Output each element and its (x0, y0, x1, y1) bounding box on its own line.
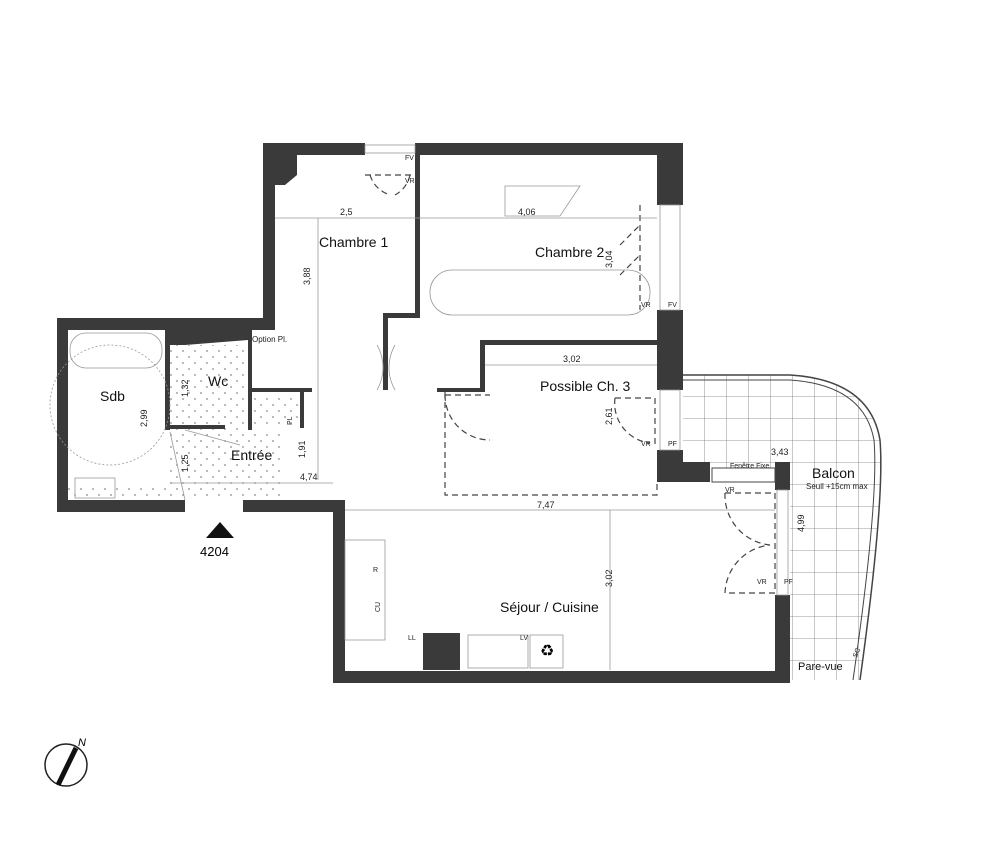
dim-ch3-width: 3,02 (563, 354, 581, 364)
compass-icon (44, 743, 88, 787)
balcony-tiles (683, 374, 882, 681)
north-label: N (78, 737, 86, 749)
vr-label-4: VR (725, 487, 735, 494)
dim-ch2-depth: 3,04 (604, 250, 614, 268)
placard-label: PL (287, 416, 294, 425)
dishwasher-label: LL (408, 635, 416, 642)
fv-label-2: FV (668, 302, 677, 309)
balcon-note: Seuil +15cm max (806, 482, 868, 491)
dim-sejour-width: 7,47 (537, 500, 555, 510)
dim-ch2-width: 4,06 (518, 207, 536, 217)
sc-label: SC (852, 647, 862, 659)
dim-ch1-width: 2,5 (340, 207, 353, 217)
dim-ch3-depth: 2,61 (604, 407, 614, 425)
dim-sejour-depth: 3,02 (604, 569, 614, 587)
room-label-sdb: Sdb (100, 388, 125, 404)
room-label-chambre3: Possible Ch. 3 (540, 378, 630, 394)
room-label-wc: Wc (208, 373, 228, 389)
pf-label-3: PF (668, 441, 677, 448)
vr-label-5: VR (757, 579, 767, 586)
option-placard-label: Option Pl. (252, 335, 287, 344)
room-label-entree: Entrée (231, 447, 272, 463)
room-label-balcon: Balcon (812, 465, 855, 481)
recycle-icon: ♻ (540, 643, 554, 660)
windows (364, 144, 789, 596)
room-label-chambre2: Chambre 2 (535, 244, 604, 260)
dim-entree-width: 4,74 (300, 472, 318, 482)
cooktop-label: CU (375, 602, 382, 612)
furniture (49, 185, 775, 670)
dim-wc-depth: 1,32 (180, 379, 190, 397)
pf-label-5: PF (784, 579, 793, 586)
fenetre-fixe-label: Fenêtre Fixe (730, 463, 769, 470)
fv-label-1: FV (405, 155, 414, 162)
dim-balcon-depth: 4,99 (796, 514, 806, 532)
dim-sdb-depth: 2,99 (139, 409, 149, 427)
walls (57, 143, 790, 683)
dim-entree-depth: 1,91 (297, 440, 307, 458)
balcony-railing (683, 374, 882, 681)
dim-balcon-width: 3,43 (771, 447, 789, 457)
pare-vue-label: Pare-vue (798, 661, 843, 673)
lot-number: 4204 (200, 544, 229, 559)
room-label-sejour: Séjour / Cuisine (500, 599, 599, 615)
dim-ch1-depth: 3,88 (302, 267, 312, 285)
vr-label-1: VR (405, 178, 415, 185)
doors (169, 174, 776, 594)
vr-label-2: VR (641, 302, 651, 309)
dim-couloir: 1,25 (180, 454, 190, 472)
fridge-label: R (373, 567, 378, 574)
entry-arrow-icon (206, 522, 234, 538)
entree-floor (170, 430, 280, 500)
wc-floor (170, 345, 250, 430)
vr-label-3: VR (641, 441, 651, 448)
room-label-chambre1: Chambre 1 (319, 234, 388, 250)
washer-label: LV (520, 635, 528, 642)
